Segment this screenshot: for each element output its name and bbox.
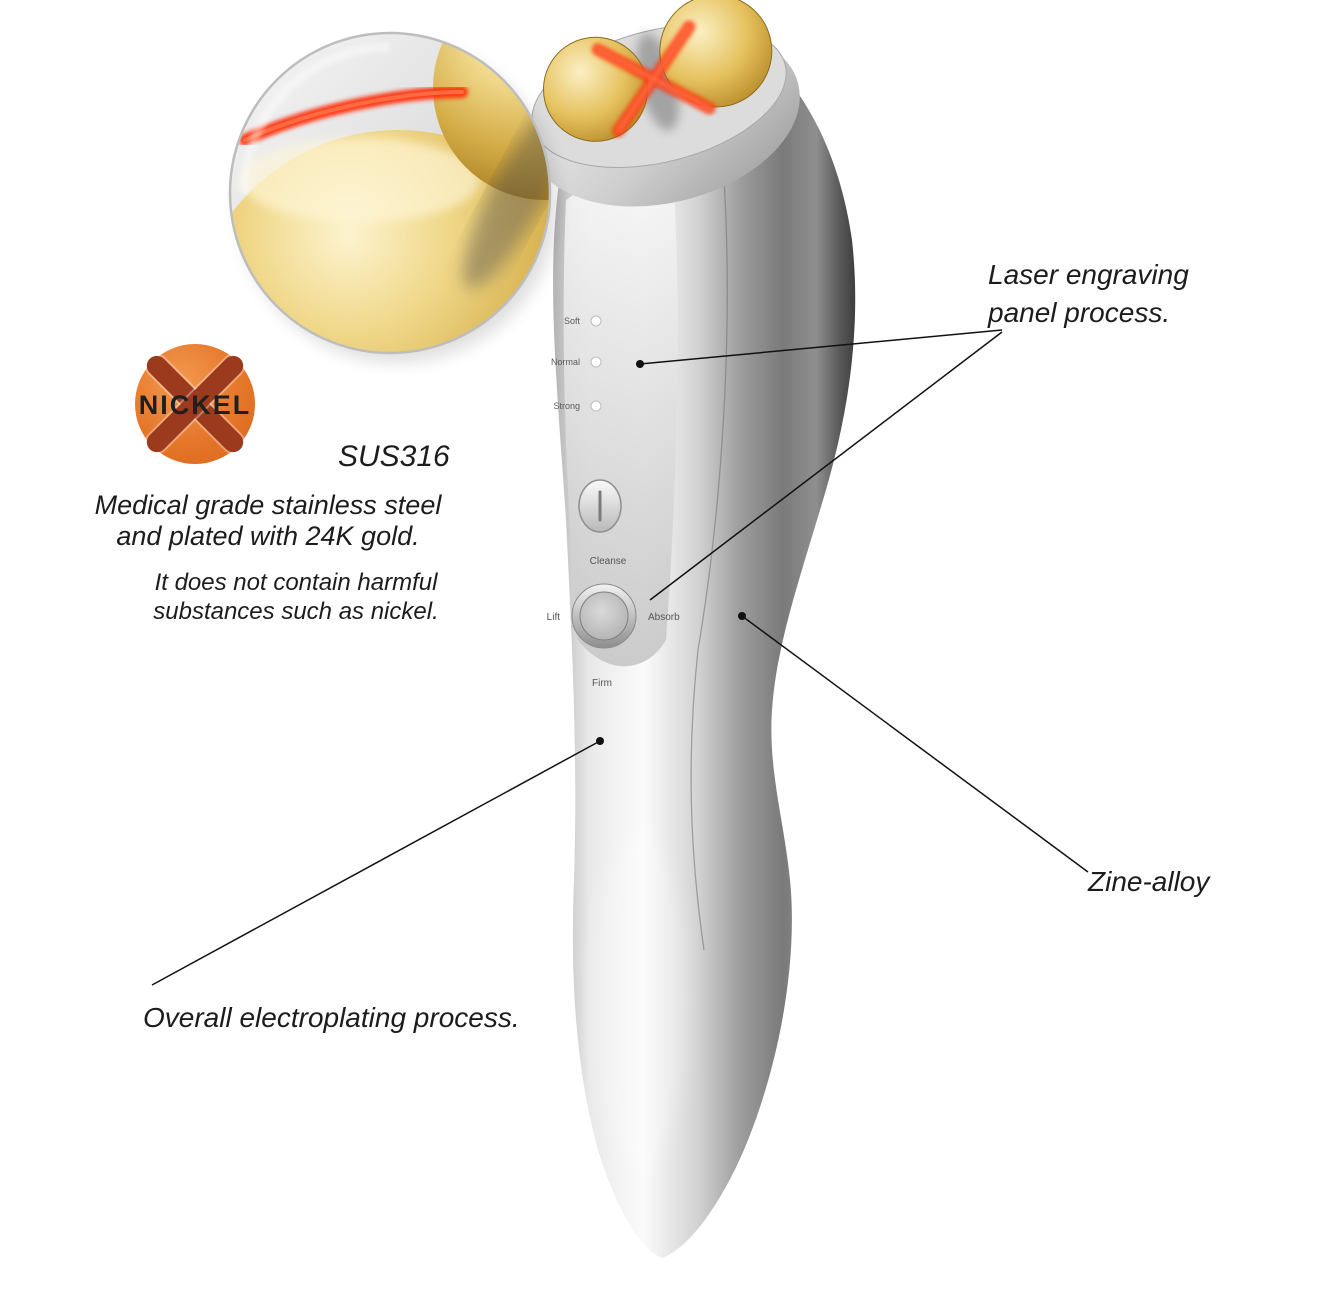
nickel-free-note: It does not contain harmful substances s… [100,568,492,626]
no-nickel-icon: NICKEL [135,344,255,464]
device-front-panel [563,177,678,667]
leader-line-zinc [741,615,1089,873]
leader-line-electroplating [151,740,601,986]
led-dot-normal [590,356,602,368]
led-dot-strong [590,400,602,412]
nickel-free-line1: It does not contain harmful [154,569,438,596]
laser-engraving-line2: panel process. [988,297,1171,328]
leader-line-laser-dial [649,331,1003,601]
device-seam-line [690,149,728,951]
power-switch [578,479,622,533]
laser-engraving-line1: Laser engraving [988,259,1189,290]
mode-label-lift: Lift [547,612,561,623]
mode-label-absorb: Absorb [648,612,680,623]
device-head [528,0,800,207]
grip-highlight [592,830,688,1170]
level-label-normal: Normal [551,357,580,367]
electroplating-annotation: Overall electroplating process. [143,1002,520,1033]
callout-dot-laser [636,360,644,368]
magnifier-inset [228,31,558,363]
callout-dot-electroplating [596,737,604,745]
intensity-leds: Soft Normal Strong [551,315,602,412]
medical-grade-line2: and plated with 24K gold. [116,521,420,551]
level-label-soft: Soft [564,316,581,326]
medical-grade-line1: Medical grade stainless steel [94,490,442,520]
no-nickel-label: NICKEL [138,390,252,420]
magnifier-glass-highlight [239,42,391,194]
callout-lines [151,329,1089,986]
material-grade-label: SUS316 [338,440,450,473]
magnifier-rim [228,31,552,355]
mode-dial: Cleanse Lift Absorb Firm [547,556,680,689]
mode-label-firm: Firm [592,678,612,689]
callout-dot-zinc [738,612,746,620]
leader-line-laser-top [639,329,1003,365]
level-label-strong: Strong [553,401,580,411]
led-dot-soft [590,315,602,327]
magnified-red-light [239,86,468,146]
laser-engraving-annotation: Laser engraving panel process. [988,256,1189,332]
nickel-free-line2: substances such as nickel. [153,598,439,625]
zinc-alloy-annotation: Zine-alloy [1088,866,1210,897]
red-light-cross [591,20,716,138]
mode-label-cleanse: Cleanse [590,556,627,567]
medical-grade-text: Medical grade stainless steel and plated… [58,490,478,552]
